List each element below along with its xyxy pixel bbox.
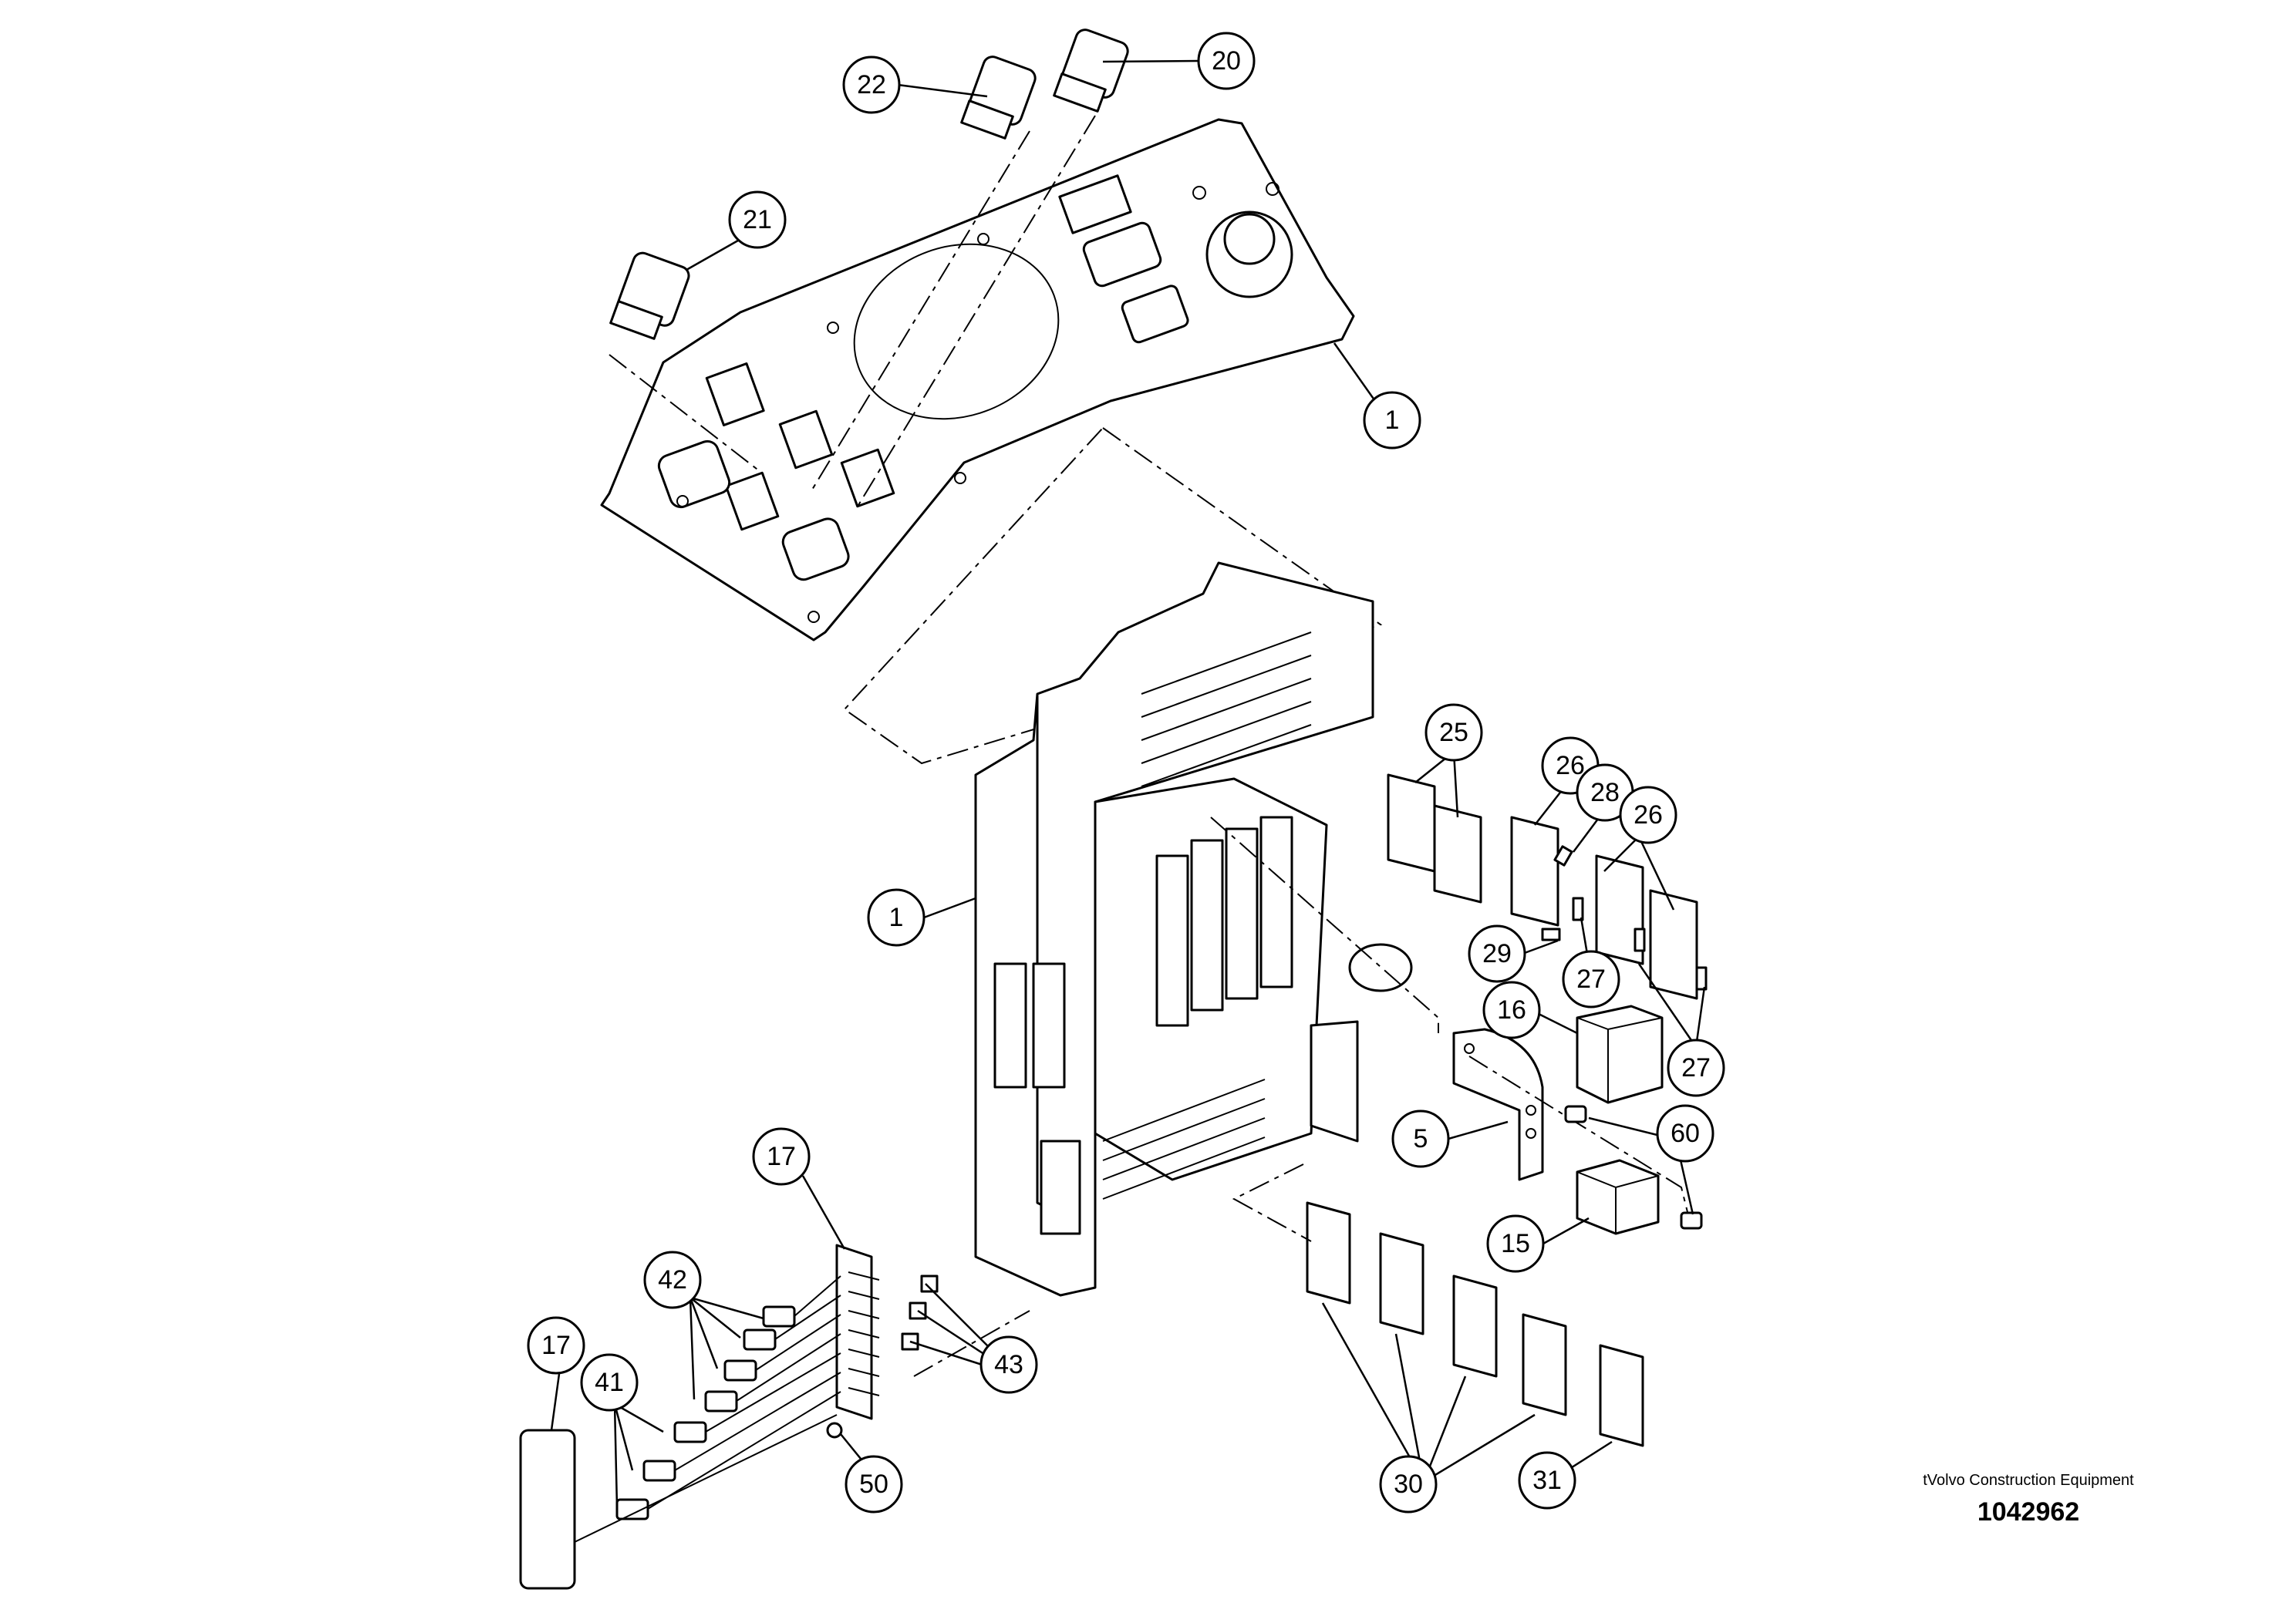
svg-text:22: 22 [857, 70, 886, 99]
svg-text:21: 21 [743, 205, 772, 234]
screw-50 [826, 1422, 843, 1439]
callout-16: 16 [1482, 981, 1541, 1039]
callout-5: 5 [1391, 1109, 1450, 1168]
svg-text:50: 50 [859, 1470, 888, 1499]
svg-text:31: 31 [1532, 1466, 1562, 1495]
callout-15: 15 [1486, 1214, 1545, 1273]
fuse-holder-17 [835, 1244, 880, 1420]
callout-41: 41 [580, 1353, 639, 1412]
svg-text:26: 26 [1556, 751, 1585, 780]
svg-text:1: 1 [1385, 406, 1400, 435]
svg-text:25: 25 [1439, 718, 1468, 747]
callout-17-holder: 17 [752, 1127, 811, 1186]
svg-text:16: 16 [1497, 995, 1526, 1025]
fuse-clips-43 [901, 1274, 939, 1351]
svg-text:26: 26 [1633, 800, 1663, 830]
callout-27-left: 27 [1562, 950, 1620, 1008]
svg-text:42: 42 [658, 1265, 687, 1295]
document-number: 1042962 [1977, 1497, 2080, 1527]
control-panel-plate [600, 118, 1355, 641]
electrical-box [974, 561, 1413, 1297]
callout-17-cover: 17 [527, 1316, 585, 1375]
svg-text:5: 5 [1414, 1124, 1428, 1153]
fuses-42-41 [574, 1275, 841, 1543]
svg-text:1: 1 [889, 903, 904, 932]
svg-text:27: 27 [1576, 965, 1606, 994]
svg-text:60: 60 [1671, 1119, 1700, 1148]
callout-60: 60 [1656, 1104, 1714, 1163]
callout-21: 21 [728, 190, 787, 249]
terminal-blocks-upper [1387, 773, 1708, 1000]
svg-text:30: 30 [1394, 1470, 1423, 1499]
holder-15 [1576, 1159, 1660, 1235]
callout-42: 42 [643, 1251, 702, 1309]
callout-28: 28 [1576, 763, 1634, 822]
switch-21 [609, 251, 690, 340]
company-name: tVolvo Construction Equipment [1923, 1472, 2134, 1489]
svg-text:28: 28 [1590, 778, 1620, 807]
svg-text:17: 17 [767, 1142, 796, 1171]
svg-text:20: 20 [1212, 46, 1241, 76]
callout-22: 22 [842, 56, 901, 114]
callout-43: 43 [979, 1335, 1038, 1394]
svg-text:17: 17 [541, 1331, 571, 1360]
svg-text:41: 41 [595, 1368, 624, 1397]
callout-25: 25 [1424, 703, 1483, 762]
fuse-cover-17 [519, 1429, 576, 1590]
screw-60 [1564, 1105, 1703, 1230]
callout-26-right: 26 [1619, 786, 1677, 844]
svg-text:29: 29 [1482, 939, 1512, 968]
svg-text:43: 43 [994, 1350, 1023, 1379]
callout-27-right: 27 [1667, 1039, 1725, 1097]
callout-50: 50 [845, 1455, 903, 1514]
terminal-blocks-lower [1306, 1201, 1644, 1447]
relay-16 [1576, 1005, 1664, 1104]
switch-22 [960, 56, 1037, 140]
callout-30: 30 [1379, 1455, 1438, 1514]
callout-20: 20 [1197, 32, 1256, 90]
bracket-5 [1452, 1028, 1544, 1181]
switch-20 [1053, 29, 1129, 113]
svg-text:15: 15 [1501, 1229, 1530, 1258]
callout-bubbles: 20 22 21 1 1 25 26 28 26 29 27 16 27 5 6… [527, 32, 1725, 1514]
callout-1-panel: 1 [1363, 391, 1421, 450]
callout-31: 31 [1518, 1451, 1576, 1510]
svg-text:27: 27 [1681, 1053, 1711, 1083]
credit-block: tVolvo Construction Equipment 1042962 [1913, 1471, 2144, 1527]
callout-29: 29 [1468, 924, 1526, 983]
callout-1-box: 1 [867, 888, 925, 947]
